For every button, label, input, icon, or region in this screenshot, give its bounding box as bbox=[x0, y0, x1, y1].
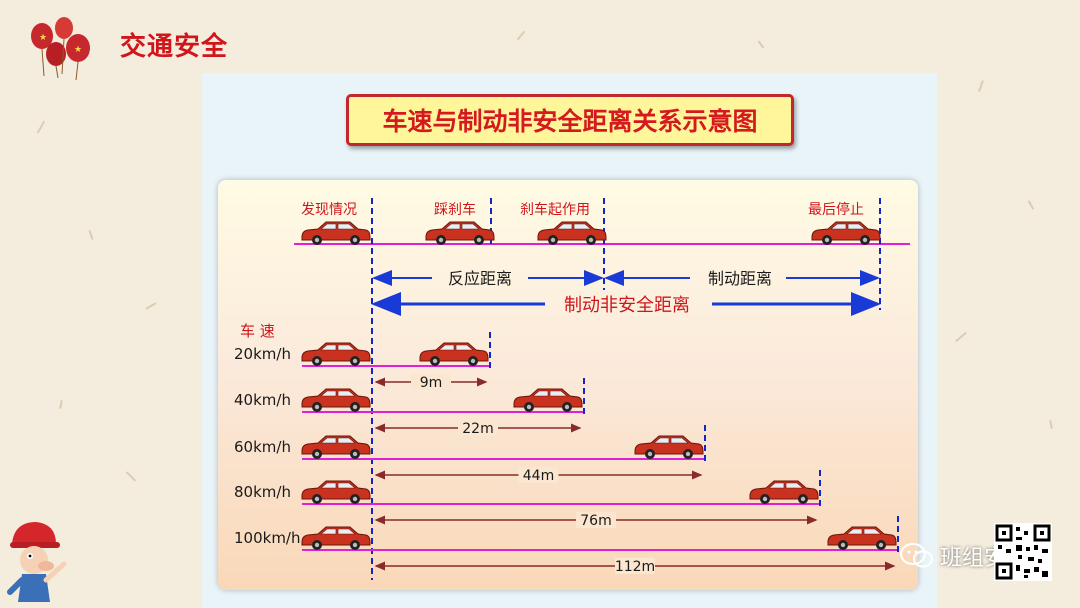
stop-car-1 bbox=[420, 343, 488, 366]
stage-label-brake-effect: 刹车起作用 bbox=[520, 201, 590, 218]
start-car-1 bbox=[302, 343, 370, 366]
stop-car-4 bbox=[750, 481, 818, 504]
mascot-icon bbox=[2, 514, 72, 608]
total-unsafe-distance-label: 制动非安全距离 bbox=[564, 295, 690, 316]
speed-label-4: 80km/h bbox=[234, 483, 291, 501]
stop-car-2 bbox=[514, 389, 582, 412]
reaction-distance-label: 反应距离 bbox=[448, 269, 512, 288]
stage-label-discover: 发现情况 bbox=[301, 202, 357, 218]
speed-label-1: 20km/h bbox=[234, 345, 291, 363]
start-car-3 bbox=[302, 436, 370, 459]
stage-label-brake: 踩刹车 bbox=[434, 201, 476, 218]
speed-heading: 车 速 bbox=[240, 322, 275, 340]
wechat-icon bbox=[900, 542, 934, 570]
distance-label-3: 44m bbox=[523, 468, 554, 484]
speed-label-2: 40km/h bbox=[234, 391, 291, 409]
distance-label-4: 76m bbox=[580, 513, 611, 529]
speed-label-5: 100km/h bbox=[234, 529, 301, 547]
distance-label-2: 22m bbox=[462, 421, 493, 437]
stop-car-5 bbox=[828, 527, 896, 550]
distance-label-5: 112m bbox=[615, 559, 655, 575]
start-car-2 bbox=[302, 389, 370, 412]
braking-distance-label: 制动距离 bbox=[708, 269, 772, 288]
distance-label-1: 9m bbox=[420, 375, 443, 391]
qr-code-icon[interactable] bbox=[994, 523, 1052, 581]
speed-rows: 20km/h 9m 40km/h 22m 60km/h 44m 80km/h 76m 100km… bbox=[234, 332, 898, 575]
start-car-5 bbox=[302, 527, 370, 550]
start-car-4 bbox=[302, 481, 370, 504]
speed-label-3: 60km/h bbox=[234, 438, 291, 456]
stop-car-3 bbox=[635, 436, 703, 459]
stage-label-stop: 最后停止 bbox=[808, 201, 864, 218]
